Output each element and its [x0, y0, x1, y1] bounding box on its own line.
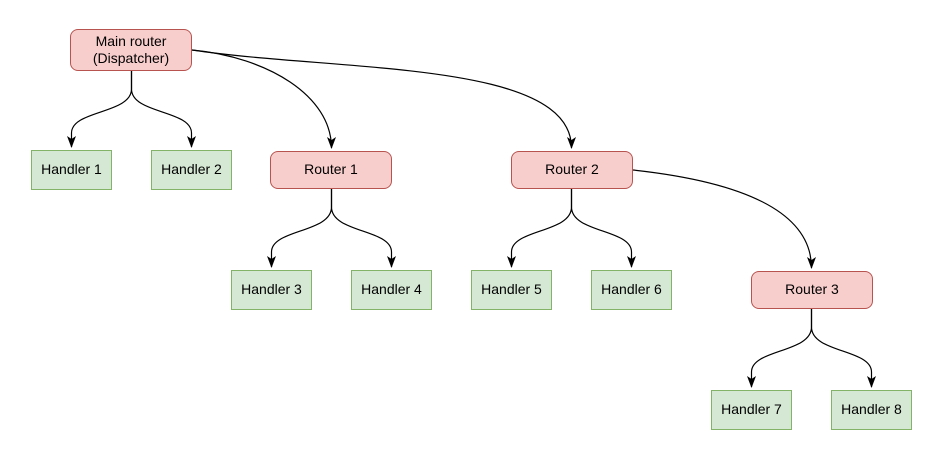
- edge-main-to-handler2: [130, 71, 196, 148]
- node-handler-7: Handler 7: [711, 390, 792, 430]
- node-handler-3: Handler 3: [231, 270, 312, 310]
- edge-router3-to-handler8: [810, 309, 876, 388]
- node-router-3: Router 3: [751, 271, 873, 309]
- node-label: Handler 4: [361, 281, 422, 298]
- node-handler-2: Handler 2: [151, 150, 232, 190]
- edge-main-to-router1: [191, 49, 336, 149]
- node-label-line1: Main router: [95, 32, 167, 49]
- node-router-2: Router 2: [511, 151, 633, 189]
- edge-main-to-router2: [191, 49, 576, 149]
- node-label: Router 2: [545, 161, 599, 178]
- edge-router2-to-handler5: [507, 189, 573, 268]
- edge-router1-to-handler3: [267, 189, 333, 268]
- node-handler-4: Handler 4: [351, 270, 432, 310]
- node-label: Handler 8: [841, 401, 902, 418]
- node-label: Handler 7: [721, 401, 782, 418]
- edge-router1-to-handler4: [330, 189, 396, 268]
- node-router-1: Router 1: [270, 151, 392, 189]
- edge-router2-to-handler6: [570, 189, 636, 268]
- node-handler-5: Handler 5: [471, 270, 552, 310]
- node-label: Router 1: [304, 161, 358, 178]
- node-label: Handler 3: [241, 281, 302, 298]
- node-handler-6: Handler 6: [591, 270, 672, 310]
- node-label: Handler 1: [41, 161, 102, 178]
- edge-main-to-handler1: [67, 71, 133, 148]
- node-handler-1: Handler 1: [31, 150, 112, 190]
- node-label: Handler 2: [161, 161, 222, 178]
- node-handler-8: Handler 8: [831, 390, 912, 430]
- node-main-router: Main router (Dispatcher): [70, 29, 192, 71]
- edge-router3-to-handler7: [747, 309, 813, 388]
- node-label-line2: (Dispatcher): [92, 50, 170, 66]
- edge-router2-to-router3: [632, 169, 816, 269]
- node-label: Router 3: [785, 281, 839, 298]
- node-label: Handler 6: [601, 281, 662, 298]
- node-label: Handler 5: [481, 281, 542, 298]
